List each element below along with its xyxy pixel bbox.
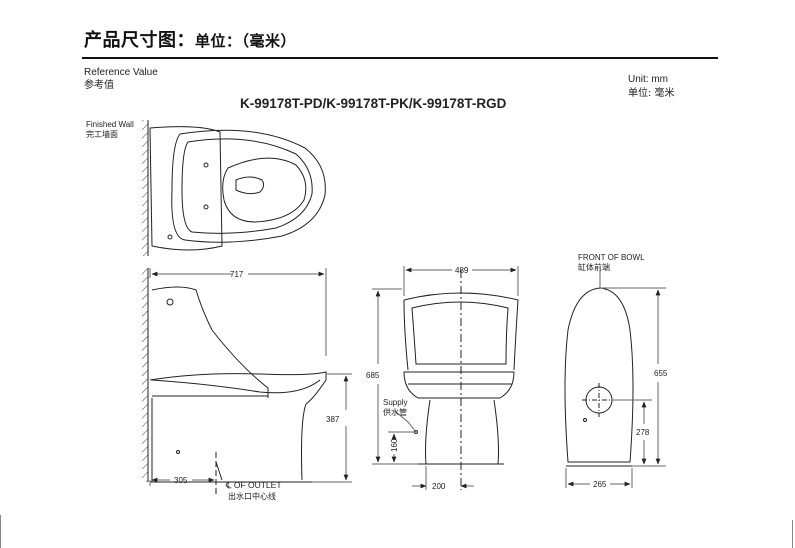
outlet-label-en: ℄ OF OUTLET <box>225 480 282 490</box>
dim-bowl-height-rear: 278 <box>636 428 650 437</box>
body-outline-rear <box>564 287 634 463</box>
dim-bowl-rim-height: 387 <box>326 415 340 424</box>
unit-label-en: Unit: mm <box>628 74 668 85</box>
supply-label-en: Supply <box>383 398 407 407</box>
header-divider <box>82 57 718 59</box>
tank-outline-side <box>151 286 269 398</box>
outlet-hole-top <box>235 176 265 195</box>
side-view <box>142 268 352 494</box>
bowl-outline-side <box>149 371 327 481</box>
front-of-bowl-en: FRONT OF BOWL <box>578 253 645 262</box>
reference-value-en: Reference Value <box>84 67 158 78</box>
pedestal-front <box>425 399 499 465</box>
tank-outline-front <box>403 292 519 371</box>
front-view <box>372 266 519 490</box>
front-of-bowl-cn: 缸体前端 <box>578 262 610 272</box>
dim-overall-length: 717 <box>230 270 244 279</box>
finished-wall-en: Finished Wall <box>86 120 134 129</box>
finished-wall-cn: 完工墙面 <box>86 129 118 139</box>
dim-overall-height: 685 <box>366 371 380 380</box>
reference-value-cn: 参考值 <box>84 78 114 91</box>
top-view <box>142 120 326 256</box>
page-title: 产品尺寸图：单位：（毫米） <box>84 26 296 52</box>
model-number: K-99178T-PD/K-99178T-PK/K-99178T-RGD <box>240 96 507 111</box>
unit-note: 单位：（毫米） <box>195 32 297 50</box>
outlet-label-cn: 出水口中心线 <box>228 491 276 501</box>
frame-edge-left <box>0 515 1 548</box>
bowl-opening-top <box>222 157 307 223</box>
supply-label-cn: 供水管 <box>383 407 407 417</box>
bowl-outline-top <box>171 129 326 243</box>
seat-outline-top <box>181 138 313 234</box>
tank-outline-top <box>149 126 223 251</box>
page-title-text: 产品尺寸图： <box>84 30 195 51</box>
wall-hatch-side <box>142 268 148 482</box>
dim-foot-width: 265 <box>593 480 607 489</box>
unit-label-cn: 单位: 毫米 <box>628 86 675 99</box>
dim-base-width: 200 <box>432 482 446 491</box>
dim-top-depth: 655 <box>654 369 668 378</box>
wall-hatch-top <box>142 120 148 256</box>
seat-lid-front <box>411 301 509 365</box>
dim-rough-in: 305 <box>174 476 188 485</box>
dim-supply-height: 160 <box>390 438 399 452</box>
dim-overall-width: 489 <box>455 266 469 275</box>
rear-view <box>564 270 666 488</box>
seat-outline-side <box>151 379 321 394</box>
frame-edge-right <box>792 520 793 548</box>
